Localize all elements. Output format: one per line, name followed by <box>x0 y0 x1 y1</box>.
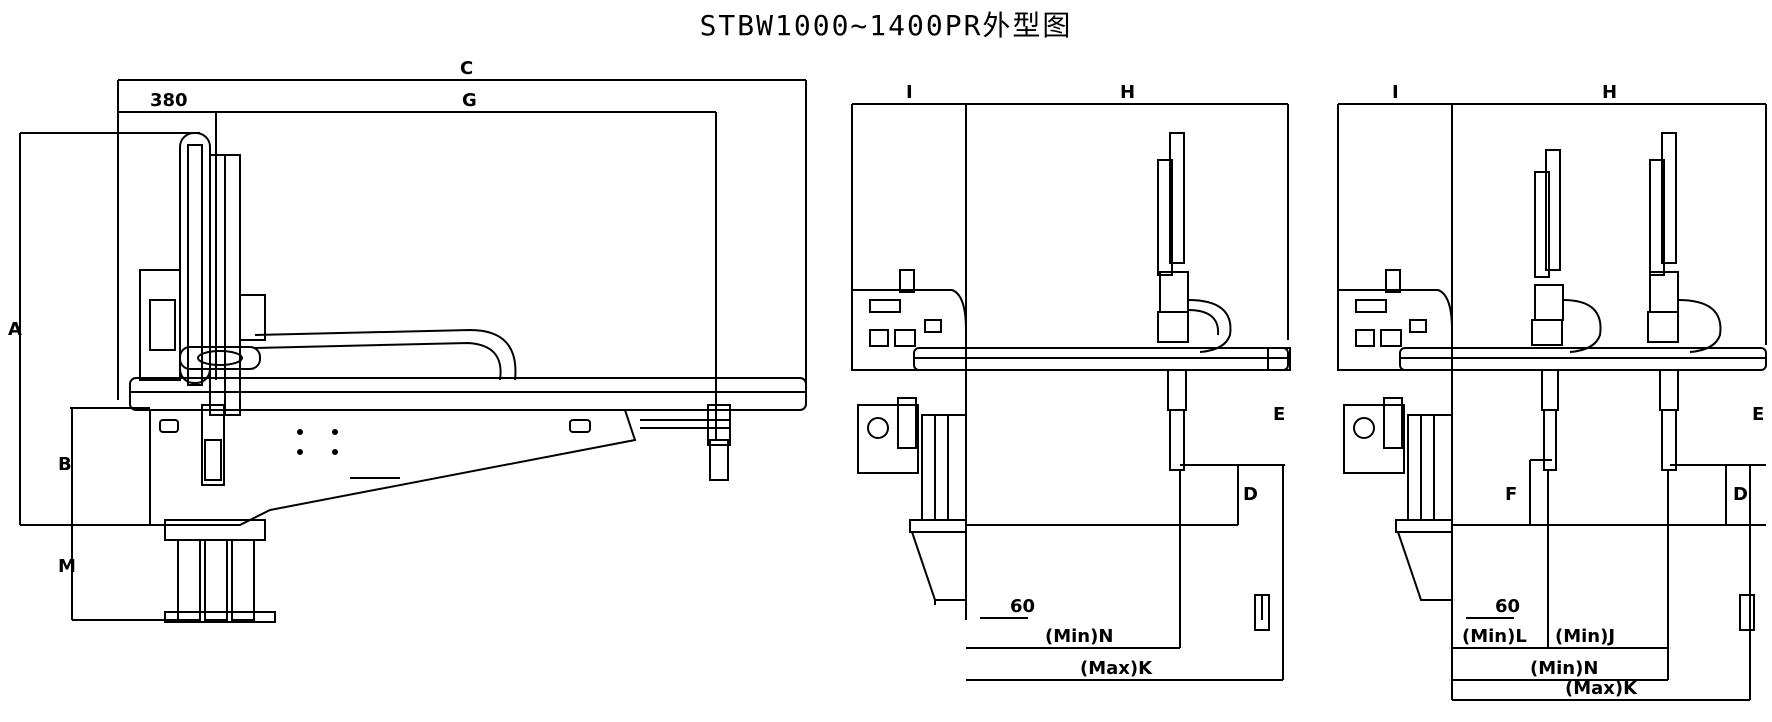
dim-label-f-right: F <box>1505 484 1517 505</box>
dim-label-minl-right: (Min)L <box>1462 626 1527 647</box>
side-view <box>19 79 807 623</box>
dim-label-h-right: H <box>1602 82 1617 103</box>
dim-label-i-mid: I <box>906 82 913 103</box>
dim-label-380: 380 <box>150 90 188 111</box>
front-view-single <box>851 103 1291 681</box>
dim-label-maxk-mid: (Max)K <box>1080 658 1153 679</box>
dim-label-d-mid: D <box>1243 484 1258 505</box>
drawing-title: STBW1000~1400PR外型图 <box>699 9 1073 42</box>
dim-label-60-right: 60 <box>1495 596 1520 617</box>
dim-label-h-mid: H <box>1120 82 1135 103</box>
front-view-double <box>1337 103 1767 701</box>
dim-label-maxk-right: (Max)K <box>1565 678 1638 699</box>
dim-label-b: B <box>58 454 72 475</box>
dim-label-a: A <box>8 319 22 340</box>
dim-label-minj-right: (Min)J <box>1555 626 1615 647</box>
dim-label-e-mid: E <box>1273 404 1285 425</box>
dim-label-i-right: I <box>1392 82 1399 103</box>
dim-label-e-right: E <box>1752 404 1764 425</box>
dim-label-minn-mid: (Min)N <box>1045 626 1113 647</box>
dim-label-m: M <box>58 556 76 577</box>
dim-label-g: G <box>462 90 477 111</box>
dim-label-c: C <box>460 58 473 79</box>
dim-label-d-right: D <box>1733 484 1748 505</box>
dim-label-minn-right: (Min)N <box>1530 658 1598 679</box>
dim-label-60-mid: 60 <box>1010 596 1035 617</box>
